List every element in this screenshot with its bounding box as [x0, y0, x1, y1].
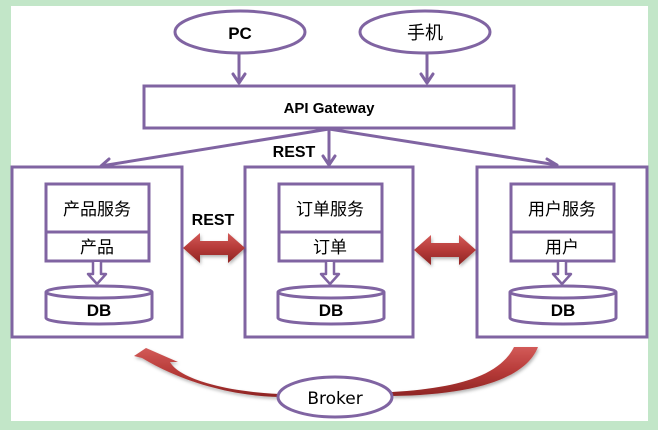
- db-user-label: DB: [551, 301, 576, 320]
- client-pc-label: PC: [228, 24, 252, 43]
- service-product: 产品服务 产品 DB: [10, 165, 184, 339]
- arrow-entity-to-db-user: [551, 262, 573, 286]
- entity-product-box: [44, 230, 151, 263]
- entity-order-box: [277, 230, 384, 263]
- service-order-label: 订单服务: [296, 200, 364, 220]
- client-pc: PC: [173, 9, 307, 55]
- db-product: DB: [44, 284, 154, 326]
- service-user-label: 用户服务: [528, 200, 596, 220]
- client-mobile-label: 手机: [407, 23, 443, 44]
- entity-user-label: 用户: [545, 238, 579, 258]
- broker-label: Broker: [307, 389, 362, 409]
- api-gateway-box: [142, 84, 516, 130]
- arrow-entity-to-db-product: [86, 262, 108, 286]
- broker-arrow-to-product: [134, 348, 280, 397]
- broker-ellipse: [276, 375, 394, 419]
- broker-arrow-from-user: [392, 347, 538, 396]
- service-product-label: 产品服务: [63, 200, 131, 220]
- api-gateway-label: API Gateway: [284, 100, 376, 117]
- db-product-label: DB: [87, 301, 112, 320]
- arrow-pc-to-gateway: [231, 53, 247, 85]
- arrow-entity-to-db-order: [319, 262, 341, 286]
- broker: Broker: [276, 375, 394, 419]
- service-user-box: [509, 182, 616, 234]
- entity-order-label: 订单: [313, 238, 347, 258]
- bidirectional-arrow-order-user: [414, 235, 476, 265]
- db-user: DB: [508, 284, 618, 326]
- inter-service-rest-label: REST: [192, 212, 235, 229]
- bidirectional-arrow-product-order: [183, 233, 245, 263]
- service-product-box: [44, 182, 151, 234]
- db-order: DB: [276, 284, 386, 326]
- entity-user-box: [509, 230, 616, 263]
- gateway-rest-label: REST: [273, 144, 316, 161]
- api-gateway: API Gateway: [142, 84, 516, 130]
- arrow-mobile-to-gateway: [419, 53, 435, 85]
- service-order: 订单服务 订单 DB: [243, 165, 415, 339]
- service-user: 用户服务 用户 DB: [475, 165, 649, 339]
- client-mobile: 手机: [358, 9, 492, 55]
- client-mobile-ellipse: [358, 9, 492, 55]
- entity-product-label: 产品: [80, 238, 114, 258]
- arrow-gateway-to-order: [321, 129, 337, 167]
- db-order-label: DB: [319, 301, 344, 320]
